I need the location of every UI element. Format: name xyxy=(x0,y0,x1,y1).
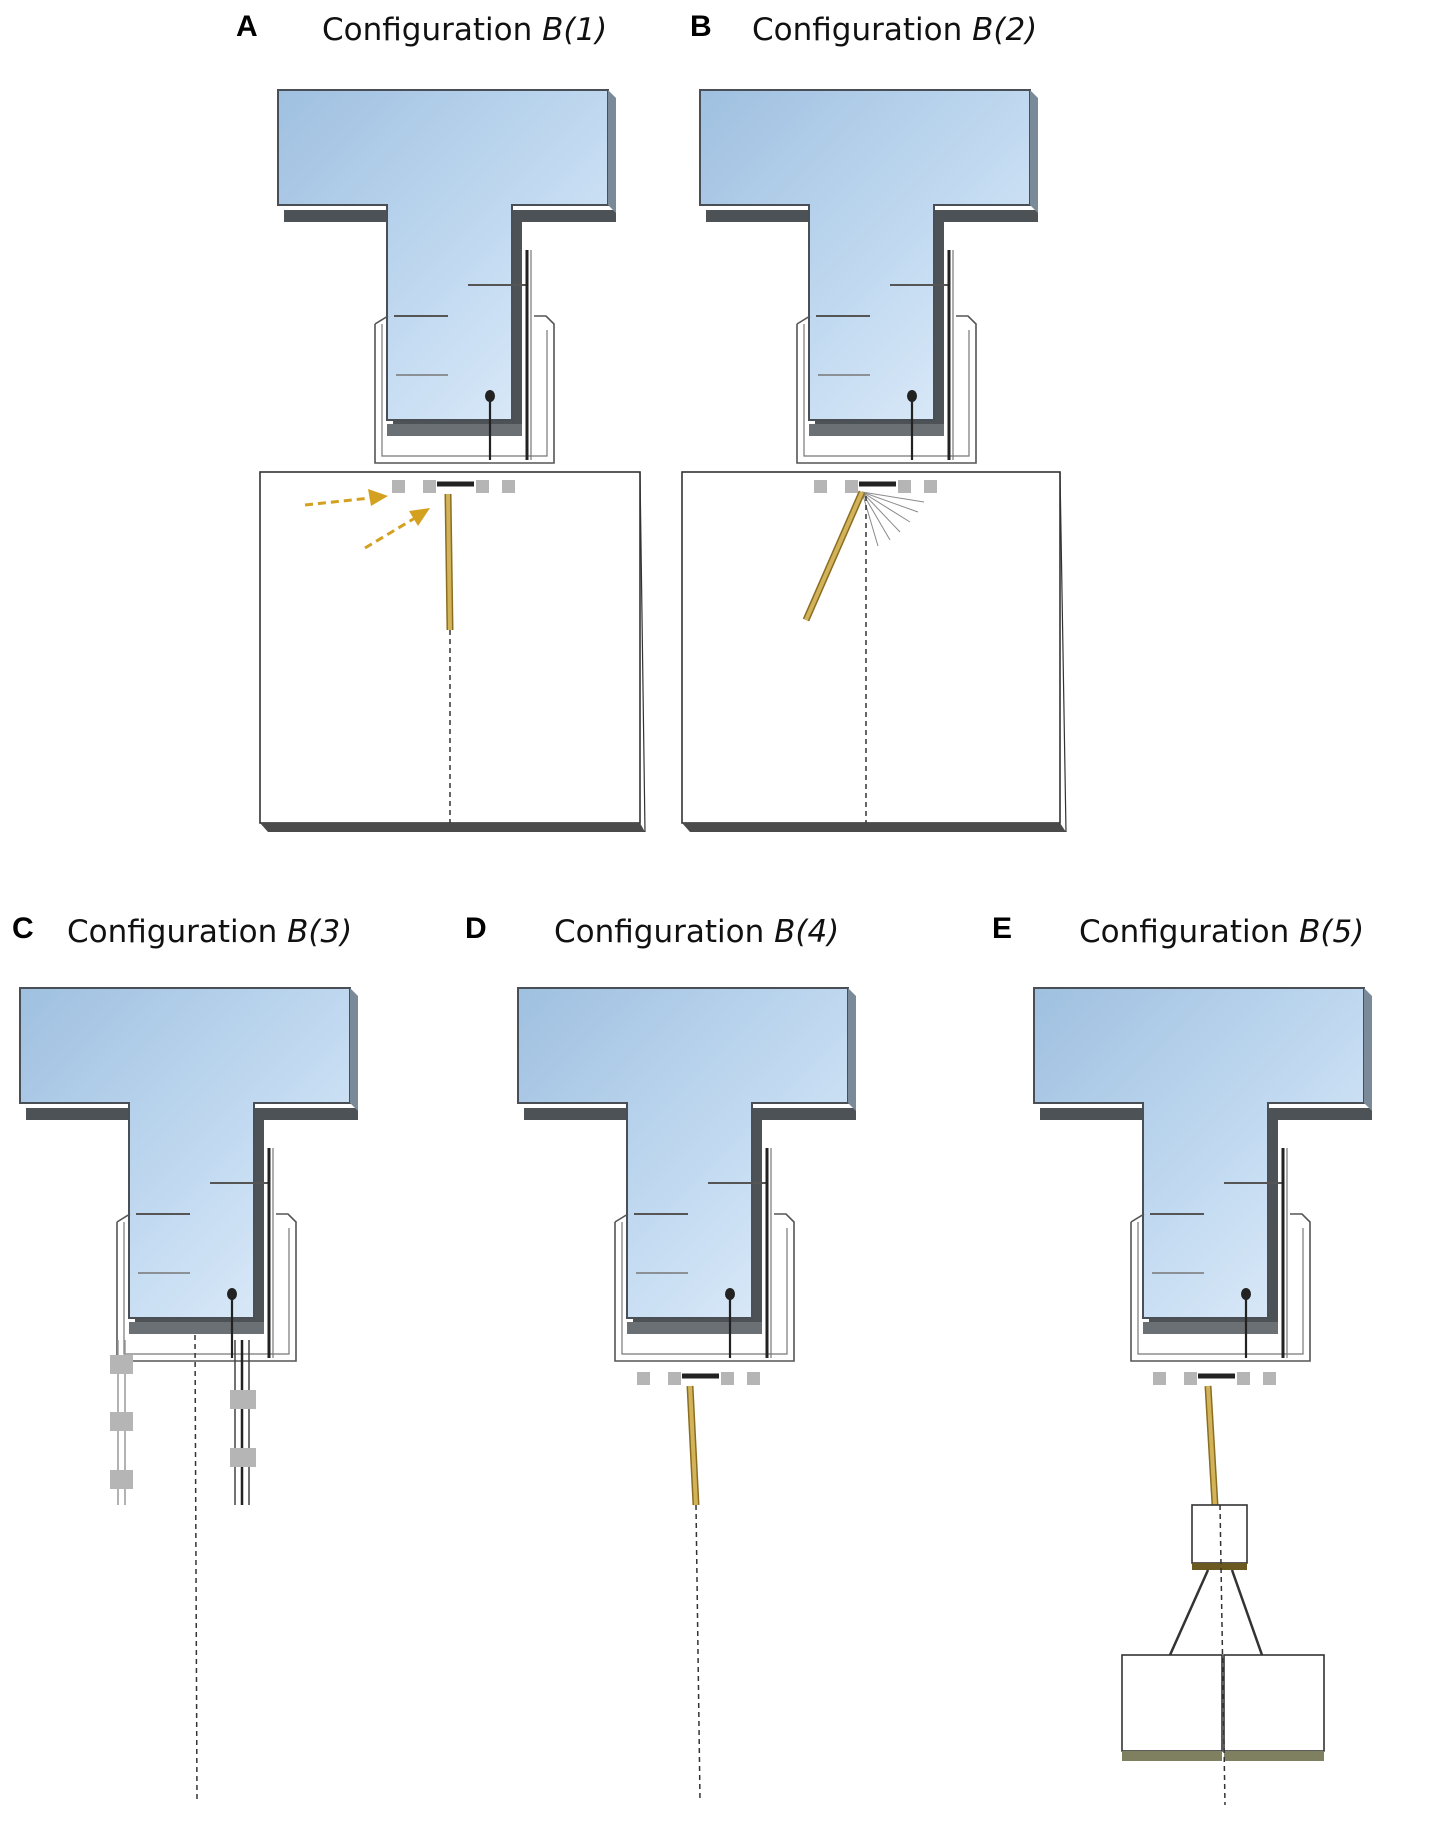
tissue-block-b xyxy=(681,471,1061,824)
tissue-block-a-base xyxy=(260,823,645,832)
title-config-e: B(5) xyxy=(1299,914,1365,950)
midline-c xyxy=(194,1334,198,1801)
panel-a-diagram xyxy=(259,88,646,833)
title-config-a: B(1) xyxy=(542,12,608,48)
connector-block-e-base xyxy=(1192,1563,1247,1570)
lower-block-left-e-base xyxy=(1122,1751,1222,1761)
panel-e-diagram xyxy=(1032,986,1374,1806)
title-prefix-e: Configuration xyxy=(1079,914,1300,950)
panel-letter-d: D xyxy=(465,912,487,945)
suspension-right-e xyxy=(1230,1569,1264,1656)
connector-block-e xyxy=(1191,1504,1248,1564)
suspension-left-e xyxy=(1168,1569,1210,1656)
panel-title-e: Configuration B(5) xyxy=(1079,914,1364,950)
panel-title-a: Configuration B(1) xyxy=(322,12,607,48)
tank-e xyxy=(1032,986,1374,1363)
title-prefix-a: Configuration xyxy=(322,12,543,48)
title-prefix-d: Configuration xyxy=(554,914,775,950)
title-prefix-b: Configuration xyxy=(752,12,973,48)
tank-c xyxy=(18,986,360,1363)
panel-letter-e: E xyxy=(992,912,1013,945)
title-config-c: B(3) xyxy=(287,914,353,950)
electrode-row-d xyxy=(637,1372,760,1385)
panel-c-diagram xyxy=(18,986,360,1801)
electrode-chain-right-c xyxy=(230,1340,256,1505)
panel-letter-b: B xyxy=(690,10,712,43)
arrow-2-a xyxy=(364,508,430,550)
arrow-1-a xyxy=(304,489,388,507)
title-config-d: B(4) xyxy=(774,914,840,950)
insert-d xyxy=(688,1385,698,1506)
panel-letter-c: C xyxy=(12,912,34,945)
tank-a xyxy=(276,88,618,465)
midline-d xyxy=(695,1504,701,1801)
title-prefix-c: Configuration xyxy=(67,914,288,950)
lower-block-left-e xyxy=(1121,1654,1223,1752)
insert-a xyxy=(446,493,452,631)
electrode-chain-left-c xyxy=(110,1340,133,1505)
insert-e xyxy=(1206,1385,1217,1506)
panel-title-b: Configuration B(2) xyxy=(752,12,1037,48)
panel-b-diagram xyxy=(681,88,1067,833)
lower-block-right-e-base xyxy=(1224,1751,1324,1761)
insert-b xyxy=(804,491,864,621)
title-config-b: B(2) xyxy=(972,12,1038,48)
tank-b xyxy=(698,88,1040,465)
panel-title-d: Configuration B(4) xyxy=(554,914,839,950)
panel-letter-a: A xyxy=(236,10,258,43)
tank-d xyxy=(516,986,858,1363)
panel-d-diagram xyxy=(516,986,858,1801)
electrode-row-e xyxy=(1153,1372,1276,1385)
panel-title-c: Configuration B(3) xyxy=(67,914,352,950)
tissue-block-b-base xyxy=(682,823,1066,832)
lower-block-right-e xyxy=(1223,1654,1325,1752)
